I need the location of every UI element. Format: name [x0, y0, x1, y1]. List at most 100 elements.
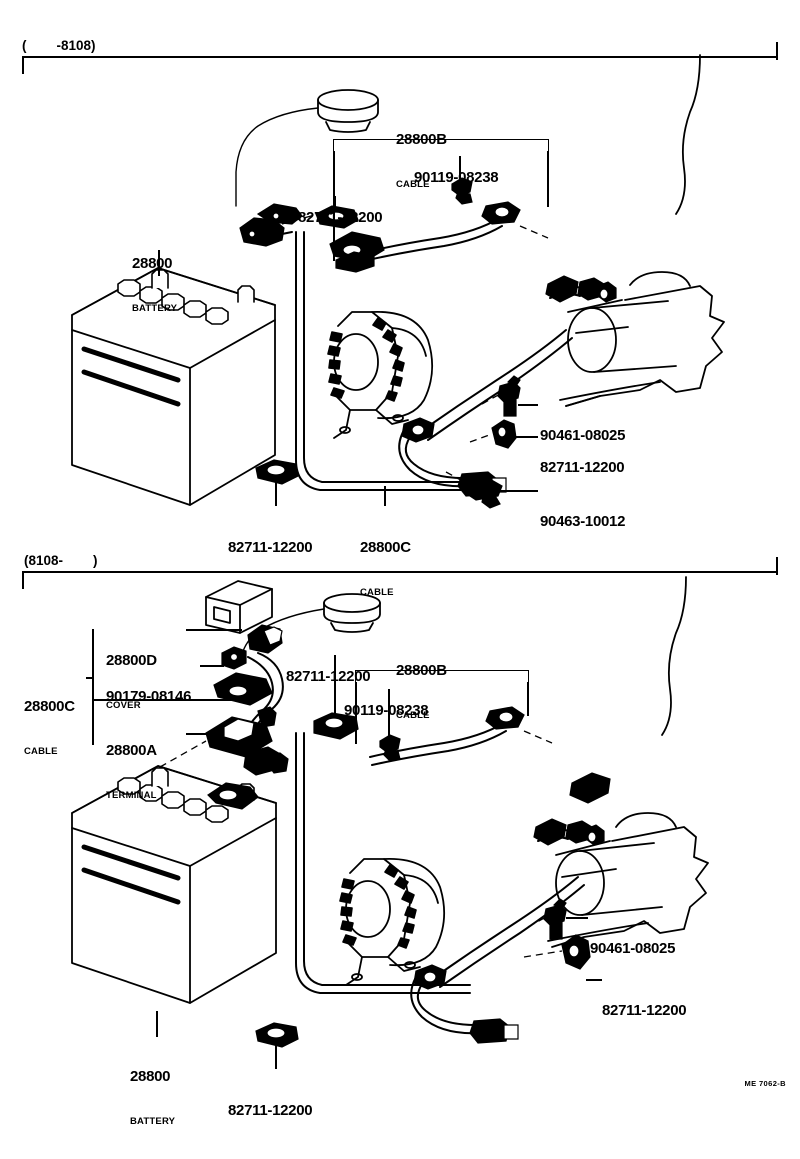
callout-28800-late-leader	[156, 1011, 158, 1037]
callout-90463: 90463-10012	[540, 482, 625, 561]
frame-right-tick	[776, 42, 778, 60]
callout-28800b-late-leader-left	[355, 682, 357, 744]
callout-82711-upper-leader	[334, 196, 336, 212]
callout-28800a: 28800A TERMINAL	[106, 711, 157, 833]
fluid-reservoir-cap-late	[323, 593, 381, 633]
artwork-late-layout	[71, 576, 709, 1048]
callout-82711-mid: 82711-12200	[540, 428, 625, 507]
battery-illustration-late	[71, 765, 277, 1004]
frame-bottom-left-tick	[22, 571, 24, 589]
battery-cell-caps	[117, 279, 229, 325]
alternator-cooling-fins-late	[339, 864, 417, 949]
callout-28800c-late-name: CABLE	[24, 746, 58, 757]
frame-bottom-right-tick	[776, 557, 778, 575]
cable-28800b-path	[365, 217, 503, 261]
callout-28800b-name: CABLE	[396, 179, 430, 190]
callout-82711-late-right-number: 82711-12200	[602, 1002, 687, 1019]
sheet-reference-code: ME 7062-B	[744, 1079, 786, 1088]
callout-28800b-bracket	[333, 139, 549, 152]
callout-82711-late-upper-leader	[334, 655, 336, 717]
engine-upper-edge	[567, 299, 623, 313]
assembly-dashed-leaders-late	[159, 730, 563, 958]
callout-28800c-mid-leader	[92, 699, 240, 701]
engine-ground-lead	[398, 429, 469, 488]
callout-28800d-number: 28800D	[106, 652, 157, 669]
callout-90119: 90119-08238	[414, 138, 499, 217]
callout-28800c-leader	[384, 486, 386, 506]
callout-28800b-late-name: CABLE	[396, 710, 430, 721]
connector-fittings-late	[205, 624, 611, 1048]
callout-28800c-late-number: 28800C	[24, 698, 75, 715]
callout-90463-leader	[500, 490, 538, 492]
callout-28800-late-number: 28800	[130, 1068, 171, 1085]
engine-ground-lead-late	[410, 976, 481, 1035]
callout-90119-number: 90119-08238	[414, 169, 499, 186]
callout-82711-lower-number: 82711-12200	[228, 539, 313, 556]
callout-90119-late: 90119-08238	[344, 671, 429, 750]
callout-28800d-leader	[186, 629, 242, 631]
callout-90119-leader	[459, 156, 461, 184]
frame-top-rule	[22, 56, 778, 58]
frame-bottom-rule	[22, 571, 778, 573]
callout-82711-lower-leader	[275, 482, 277, 506]
diagram-section-late: (8108- )	[0, 545, 800, 1126]
callout-28800b-late-leader-right	[527, 682, 529, 716]
callout-82711-late-bottom-number: 82711-12200	[228, 1102, 313, 1119]
callout-28800a-name: TERMINAL	[106, 790, 157, 801]
callout-82711-late-bottom-leader	[275, 1045, 277, 1069]
callout-28800b-leader-right	[547, 151, 549, 207]
callout-90461-late-leader	[566, 917, 588, 919]
callout-90179-leader	[200, 665, 224, 667]
callout-28800c-stub	[86, 677, 94, 679]
callout-28800-name: BATTERY	[132, 303, 178, 314]
callout-28800-late-name: BATTERY	[130, 1116, 176, 1127]
alternator-illustration-late	[344, 845, 350, 1159]
callout-82711-late-right-leader	[586, 979, 602, 981]
callout-82711-late-bottom: 82711-12200	[228, 1071, 313, 1150]
alternator-harness-late	[431, 876, 585, 988]
callout-28800d-name: COVER	[106, 700, 141, 711]
cable-28800c-path-late	[295, 732, 471, 994]
callout-82711-late-upper: 82711-12200	[286, 637, 371, 716]
frame-left-tick	[22, 56, 24, 74]
callout-82711-upper-number: 82711-12200	[298, 209, 383, 226]
fluid-reservoir-cap	[317, 89, 379, 133]
section-date-range-label-top: ( -8108)	[22, 38, 96, 53]
callout-28800c-name: CABLE	[360, 587, 394, 598]
artwork-early-layout	[71, 54, 725, 509]
callout-82711-lower: 82711-12200	[228, 508, 313, 587]
alternator-cooling-fins	[327, 317, 405, 402]
engine-mid-edge	[575, 326, 629, 334]
callout-28800-battery-late: 28800 BATTERY	[130, 1037, 175, 1159]
callout-28800-battery: 28800 BATTERY	[132, 224, 177, 346]
diagram-section-early: ( -8108)	[0, 0, 800, 597]
callout-28800-number: 28800	[132, 255, 173, 272]
battery-illustration	[71, 267, 276, 506]
callout-90179-number: 90179-08146	[106, 688, 192, 705]
callout-90119-late-leader	[388, 689, 390, 737]
cover-28800d	[205, 580, 273, 634]
callout-90461-late-number: 90461-08025	[590, 940, 676, 957]
callout-90119-late-number: 90119-08238	[344, 702, 429, 719]
assembly-dashed-leaders-early	[281, 213, 549, 485]
callout-28800a-leader	[186, 733, 210, 735]
callout-90463-number: 90463-10012	[540, 513, 626, 530]
callout-28800c-number: 28800C	[360, 539, 411, 556]
callout-28800b-leader-left	[333, 151, 335, 261]
parts-diagram-page: ( -8108)	[0, 0, 800, 1126]
callout-82711-late-right: 82711-12200	[602, 971, 687, 1050]
cap-lead-wire	[235, 107, 319, 207]
section-date-range-label-bottom: (8108- )	[24, 553, 98, 568]
engine-block-outline	[565, 285, 725, 407]
callout-28800c-spine	[92, 629, 94, 745]
connector-fittings-early	[239, 177, 617, 509]
callout-28800b-late-bracket	[355, 670, 529, 683]
callout-28800d: 28800D COVER	[106, 621, 157, 743]
callout-82711-mid-leader	[512, 436, 538, 438]
callout-82711-upper: 82711-12200	[298, 178, 383, 257]
callout-90461: 90461-08025	[540, 396, 625, 475]
callout-90461-late: 90461-08025	[590, 909, 675, 988]
callout-90461-number: 90461-08025	[540, 427, 626, 444]
callout-28800-leader	[158, 250, 160, 276]
alternator-late	[345, 858, 446, 986]
